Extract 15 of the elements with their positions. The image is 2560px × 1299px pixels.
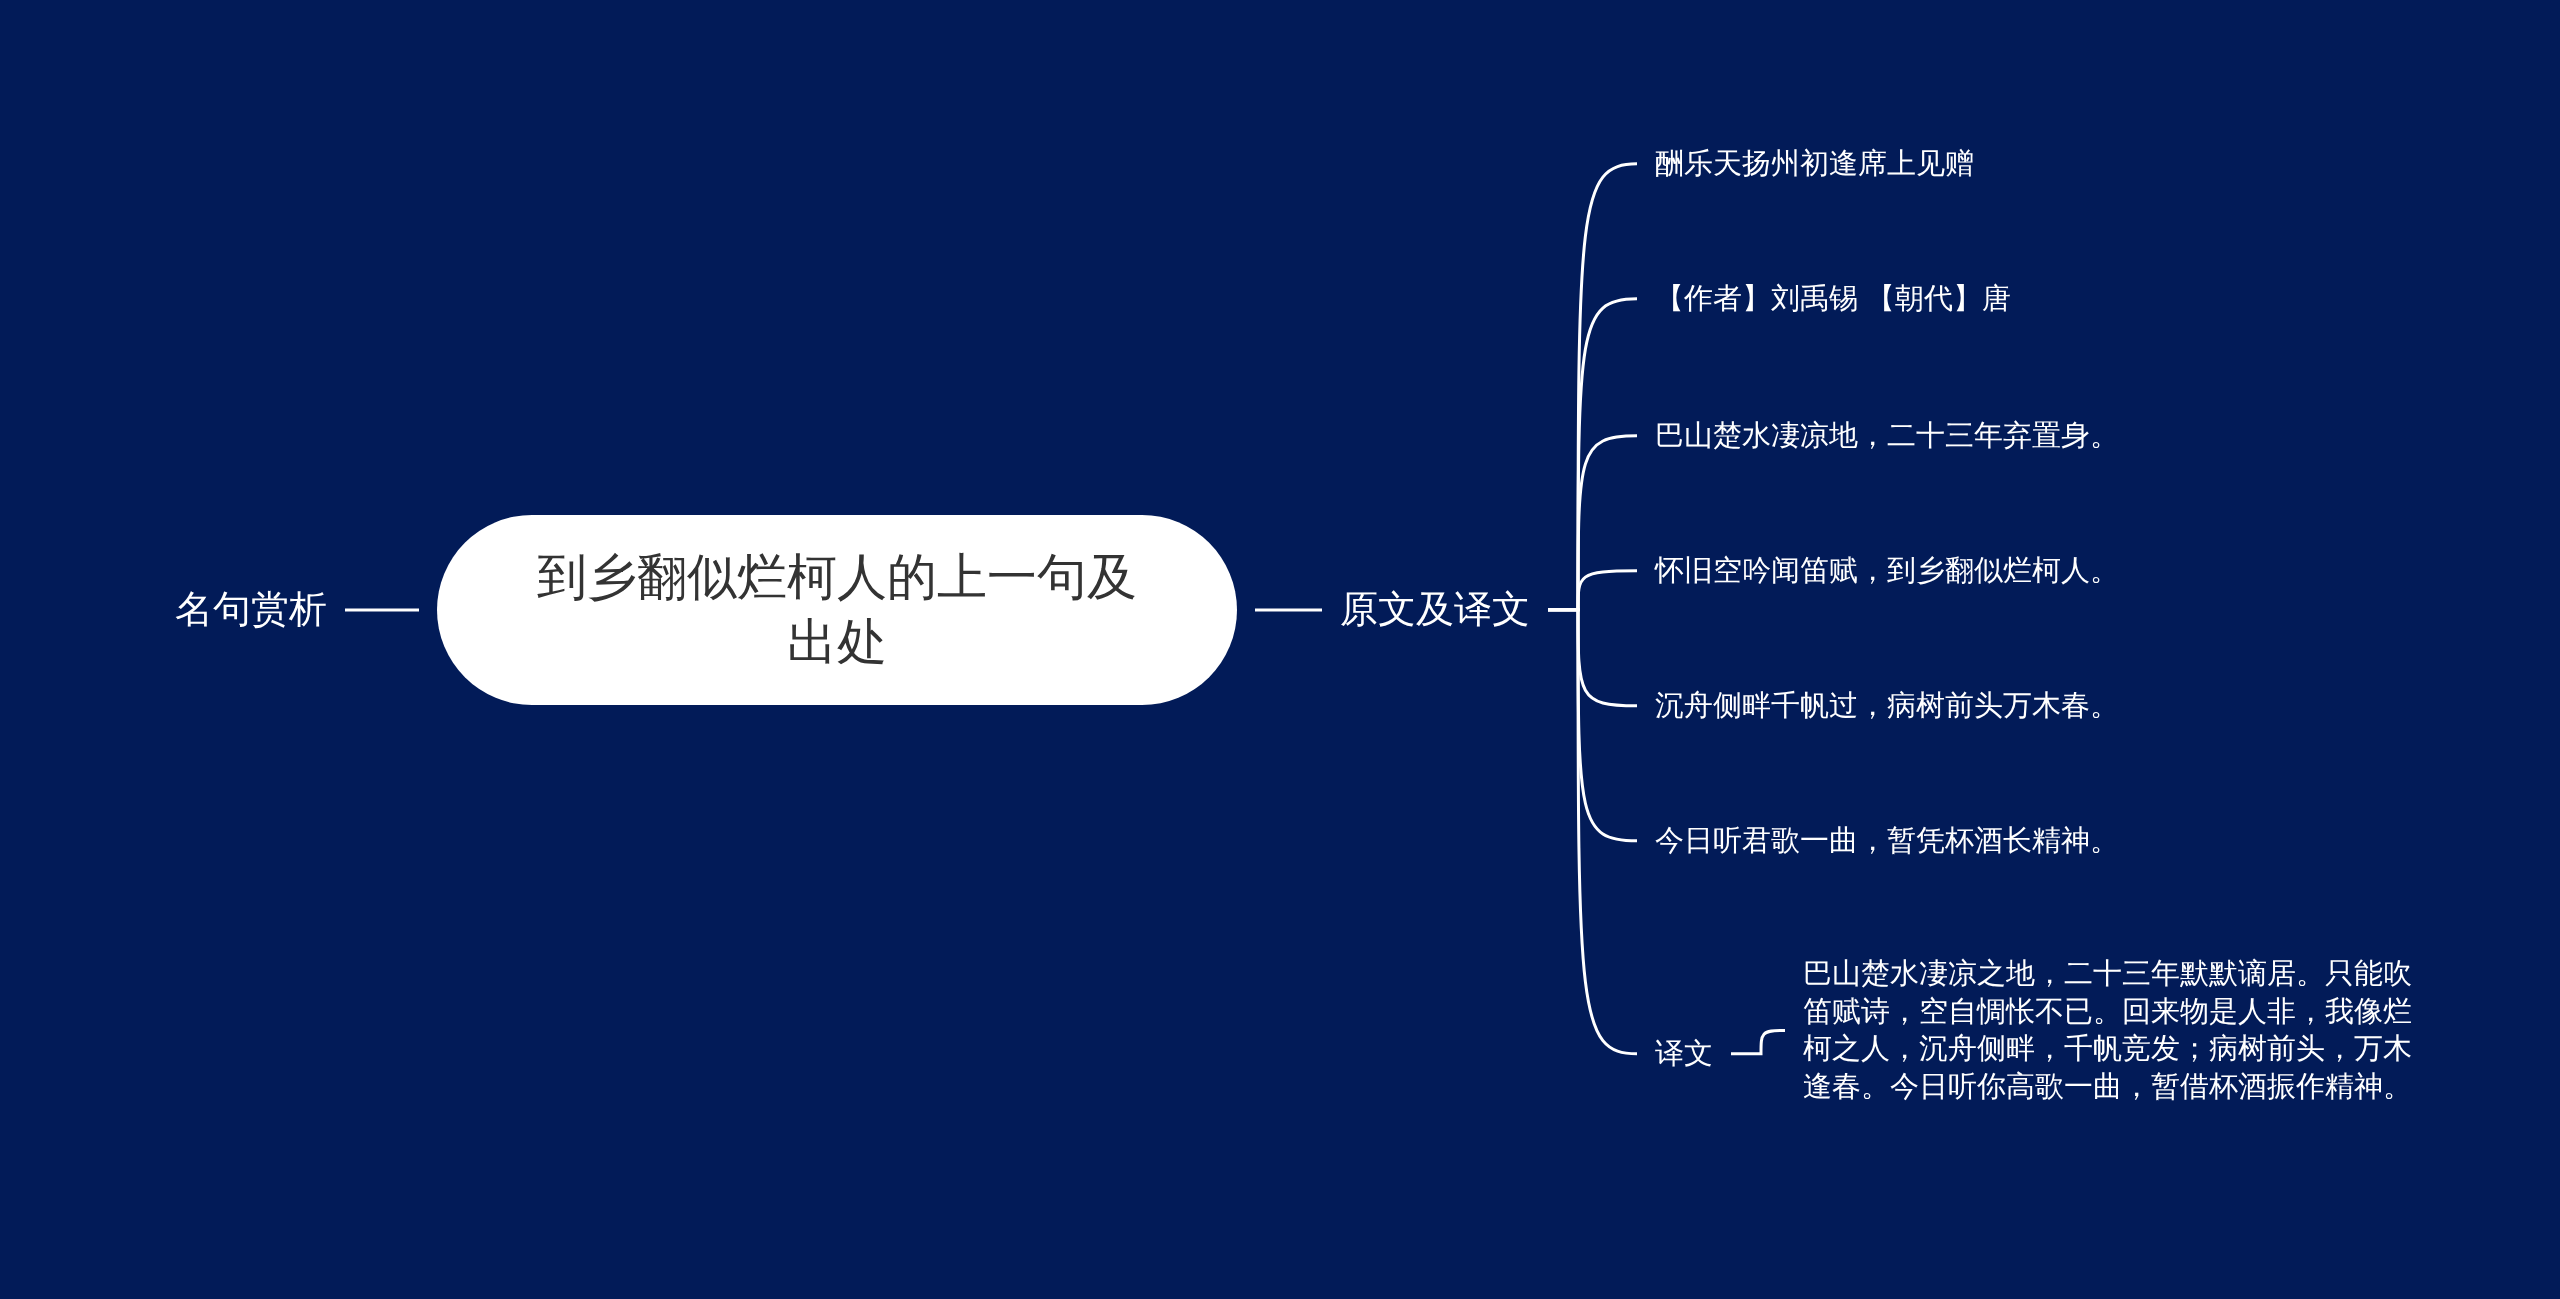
leaf-label: 怀旧空吟闻笛赋，到乡翻似烂柯人。	[1655, 552, 2119, 590]
leaf-label: 巴山楚水凄凉地，二十三年弃置身。	[1655, 417, 2119, 455]
connector-line	[1548, 608, 1638, 1056]
topic-label: 原文及译文	[1340, 585, 1530, 635]
connector-line	[1731, 1028, 1785, 1056]
topic-label: 名句赏析	[175, 585, 327, 635]
central-topic-box: 到乡翻似烂柯人的上一句及出处	[437, 515, 1237, 705]
leaf-label: 沉舟侧畔千帆过，病树前头万木春。	[1655, 687, 2119, 725]
connector-line	[345, 608, 419, 612]
paragraph-text: 巴山楚水凄凉之地，二十三年默默谪居。只能吹笛赋诗，空自惆怅不已。回来物是人非，我像烂柯之人，沉舟侧畔，千帆竞发；病树前头，万木逢春。今日听你高歌一曲，暂借杯酒振作精神。	[1803, 955, 2423, 1106]
leaf-label: 酬乐天扬州初逢席上见赠	[1655, 145, 1974, 183]
leaf-label: 今日听君歌一曲，暂凭杯酒长精神。	[1655, 822, 2119, 860]
leaf-label: 【作者】刘禹锡 【朝代】唐	[1655, 280, 2012, 318]
connector-line	[1255, 608, 1322, 612]
leaf-label: 译文	[1655, 1035, 1713, 1073]
